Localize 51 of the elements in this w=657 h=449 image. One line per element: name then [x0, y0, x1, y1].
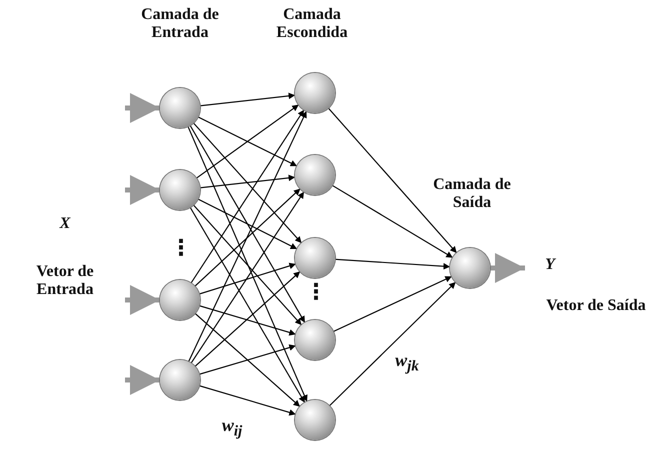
arrow [192, 122, 302, 244]
arrow [125, 285, 160, 315]
arrow [490, 253, 525, 283]
arrow [199, 305, 296, 336]
arrow [200, 174, 296, 188]
neuron-circle [295, 400, 335, 440]
arrow [198, 262, 296, 295]
arrow [198, 116, 298, 167]
arrow [194, 271, 301, 367]
arrow [190, 109, 305, 284]
ellipsis: ⋮ [305, 280, 325, 306]
arrow [188, 110, 307, 362]
arrow [328, 282, 456, 406]
layer-label: Camada Escondida [275, 6, 349, 43]
variable-label: Y [544, 256, 558, 274]
weight-label: w$_{jk}$ [394, 350, 420, 376]
neuron-circle [295, 238, 335, 278]
variable-label: X [58, 215, 72, 234]
arrow [125, 93, 160, 123]
arrow [187, 126, 308, 402]
arrow [196, 104, 300, 179]
arrow [332, 184, 454, 258]
vector-label: Vetor de Saída [545, 297, 647, 316]
neuron-circle [160, 280, 200, 320]
arrow [125, 365, 160, 395]
neuron-circle [160, 360, 200, 400]
neuron-circle [295, 320, 335, 360]
layer-label: Camada de Entrada [140, 6, 220, 43]
arrow [199, 344, 296, 375]
vector-label: Vetor de Entrada [35, 263, 95, 300]
arrow [194, 188, 301, 287]
neuron-circle [160, 170, 200, 210]
arrow [334, 258, 450, 270]
arrow [198, 198, 298, 250]
neuron-circle [295, 73, 335, 113]
arrow [200, 92, 296, 106]
layer-label: Camada de Saída [432, 176, 512, 213]
weight-label: w$_{ij}$ [220, 415, 244, 441]
neuron-circle [450, 248, 490, 288]
arrow [328, 108, 458, 254]
arrow [199, 385, 296, 416]
arrow [125, 175, 160, 205]
neuron-circle [160, 88, 200, 128]
arrow [192, 204, 302, 326]
arrow [190, 125, 306, 323]
arrow [190, 206, 306, 404]
neuron-circle [295, 155, 335, 195]
arrow [194, 312, 300, 408]
arrow [190, 191, 304, 364]
ellipsis: ⋮ [170, 236, 190, 262]
arrow [332, 276, 452, 332]
